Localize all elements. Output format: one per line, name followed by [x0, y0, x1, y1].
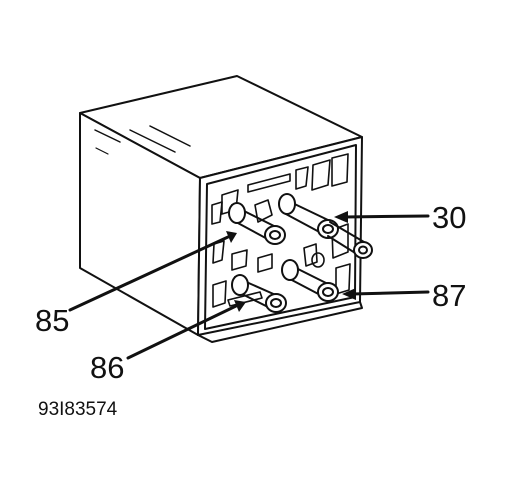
connector-plate — [211, 153, 351, 308]
leader-arrow-86 — [126, 300, 246, 360]
pin-label-30: 30 — [432, 200, 467, 235]
leader-arrow-85 — [68, 231, 237, 312]
pin-label-87: 87 — [432, 278, 467, 313]
terminal-86-pin — [231, 274, 287, 313]
figure-id: 93I83574 — [38, 399, 118, 420]
pin-label-86: 86 — [90, 350, 125, 385]
plate-hole — [311, 252, 325, 268]
leader-arrow-87 — [342, 288, 430, 300]
leader-arrow-30 — [334, 211, 430, 223]
terminal-87-pin — [281, 259, 339, 302]
pin-label-85: 85 — [35, 303, 70, 338]
terminal-85-pin — [228, 202, 286, 245]
terminal-30-pin — [278, 193, 339, 239]
terminal-87a-pin — [327, 221, 373, 259]
